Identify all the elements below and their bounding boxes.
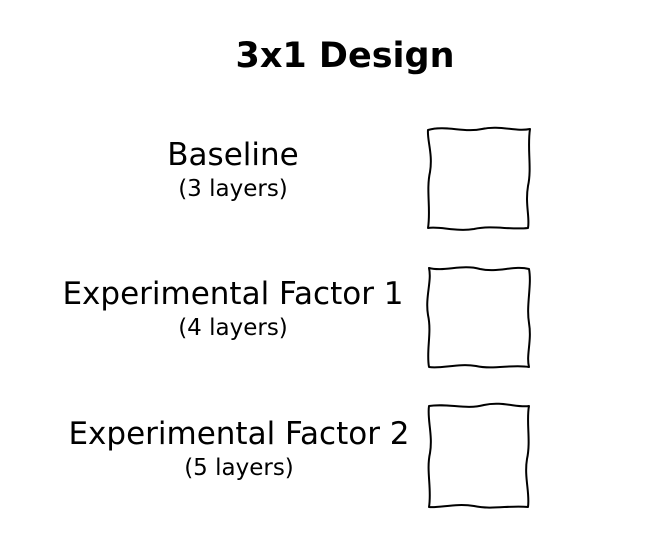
row-label-block: Baseline (3 layers): [83, 136, 383, 204]
cell-box: [424, 124, 534, 232]
row-label-block: Experimental Factor 2 (5 layers): [64, 415, 414, 483]
row-experimental-factor-1: Experimental Factor 1 (4 layers): [0, 259, 660, 369]
cell-box: [424, 401, 534, 509]
row-note: (5 layers): [184, 455, 294, 481]
row-label: Experimental Factor 2: [68, 416, 410, 452]
row-note: (4 layers): [178, 315, 288, 341]
row-note: (3 layers): [178, 176, 288, 202]
diagram-title: 3x1 Design: [235, 36, 455, 76]
row-label: Baseline: [167, 137, 299, 173]
row-experimental-factor-2: Experimental Factor 2 (5 layers): [0, 399, 660, 509]
row-label: Experimental Factor 1: [62, 276, 404, 312]
row-baseline: Baseline (3 layers): [0, 120, 660, 232]
cell-box: [424, 263, 534, 371]
row-label-block: Experimental Factor 1 (4 layers): [58, 275, 408, 343]
